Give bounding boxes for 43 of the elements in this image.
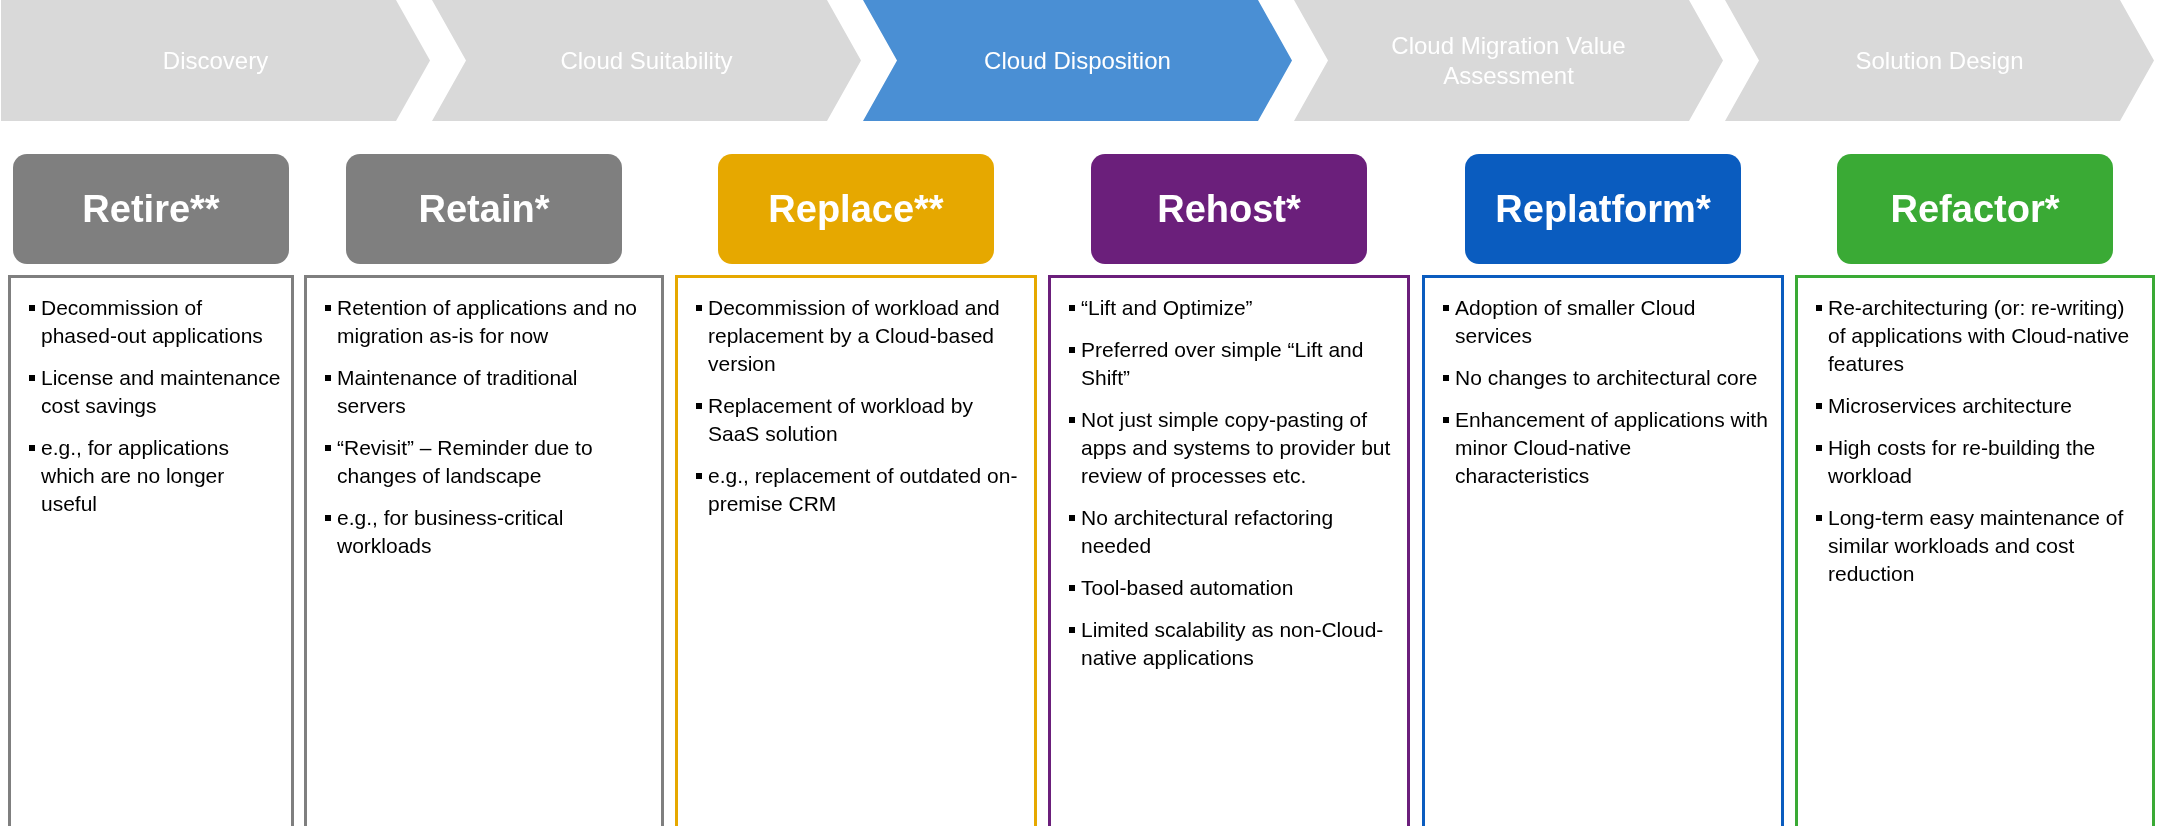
description-panel — [1048, 275, 1410, 826]
category-title: Rehost* — [1157, 186, 1301, 232]
bullet-text: Decommission of phased-out applications — [29, 294, 281, 350]
category-title: Refactor* — [1890, 186, 2060, 232]
bullet-text: Not just simple copy-pasting of apps and systems to provider but review of processes etc. — [1069, 406, 1397, 490]
description-panel — [304, 275, 664, 826]
bullet-text: e.g., for business-critical workloads — [325, 504, 651, 560]
description-panel — [8, 275, 294, 826]
bullet-text: Decommission of workload and replacement by a Cloud-based version — [696, 294, 1024, 378]
bullet-text: “Lift and Optimize” — [1069, 294, 1397, 322]
process-step — [1, 0, 430, 121]
bullet-text: No changes to architectural core — [1443, 364, 1771, 392]
description-panel — [1795, 275, 2155, 826]
category-header — [1091, 154, 1367, 264]
category-header — [1837, 154, 2113, 264]
bullet-text: e.g., replacement of outdated on-premise CRM — [696, 462, 1024, 518]
bullet-text: e.g., for applications which are no longer useful — [29, 434, 281, 518]
bullet-text: “Revisit” – Reminder due to changes of landscape — [325, 434, 651, 490]
bullet-text: Retention of applications and no migration as-is for now — [325, 294, 651, 350]
category-title: Replace** — [768, 186, 944, 232]
bullet-text: Long-term easy maintenance of similar workloads and cost reduction — [1816, 504, 2142, 588]
category-header — [346, 154, 622, 264]
category-header — [13, 154, 289, 264]
category-title: Replatform* — [1495, 186, 1711, 232]
bullet-text: Microservices architecture — [1816, 392, 2142, 420]
bullet-text: No architectural refactoring needed — [1069, 504, 1397, 560]
description-panel — [675, 275, 1037, 826]
bullet-text: Limited scalability as non-Cloud-native applications — [1069, 616, 1397, 672]
category-title: Retain* — [418, 186, 550, 232]
category-header — [1465, 154, 1741, 264]
stage-label: Cloud Disposition — [983, 45, 1172, 76]
bullet-text: Replacement of workload by SaaS solution — [696, 392, 1024, 448]
bullet-text: Adoption of smaller Cloud services — [1443, 294, 1771, 350]
category-title: Retire** — [82, 186, 220, 232]
description-panel — [1422, 275, 1784, 826]
bullet-text: Preferred over simple “Lift and Shift” — [1069, 336, 1397, 392]
bullet-text: License and maintenance cost savings — [29, 364, 281, 420]
bullet-text: Enhancement of applications with minor Cloud-native characteristics — [1443, 406, 1771, 490]
bullet-text: Tool-based automation — [1069, 574, 1397, 602]
bullet-text: High costs for re-building the workload — [1816, 434, 2142, 490]
bullet-text: Maintenance of traditional servers — [325, 364, 651, 420]
bullet-text: Re-architecturing (or: re-writing) of applications with Cloud-native features — [1816, 294, 2142, 378]
category-header — [718, 154, 994, 264]
